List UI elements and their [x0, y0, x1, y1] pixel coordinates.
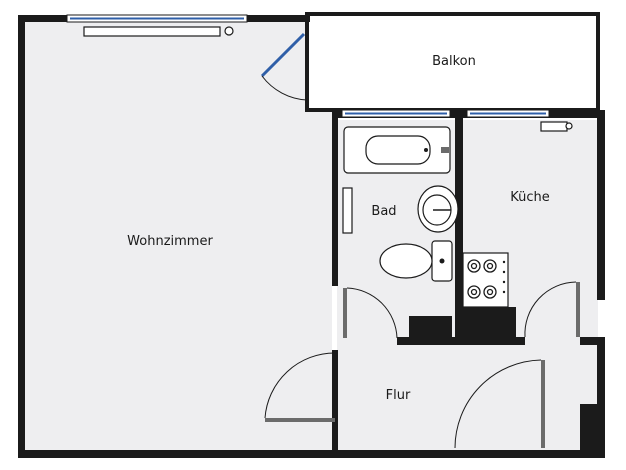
burner-1 — [467, 259, 481, 273]
bathtub-drain — [424, 148, 428, 152]
wall-living-right-lower — [332, 350, 338, 450]
wall-right-upper — [597, 110, 605, 300]
floor-flur — [337, 345, 598, 450]
interior-doors — [264, 281, 580, 449]
windows — [66, 14, 550, 118]
balcony-door-swing — [261, 75, 308, 101]
toilet-flush — [439, 258, 445, 264]
entrance-door-swing — [454, 359, 542, 449]
radiator-bath — [342, 187, 353, 234]
bath-door-leaf — [343, 288, 347, 338]
wall-bath-kitchen — [455, 110, 463, 344]
radiator-living-valve — [224, 26, 234, 36]
balcony-door — [260, 32, 308, 101]
living-door-leaf — [265, 418, 335, 422]
wall-living-right-upper — [332, 110, 338, 286]
burner-4 — [483, 285, 497, 299]
label-bad: Bad — [371, 204, 396, 219]
wall-right-lower — [597, 345, 605, 458]
toilet-bowl — [379, 243, 433, 279]
wall-bath-bottom — [397, 337, 525, 345]
room-labels: Wohnzimmer Balkon Bad Küche Flur — [127, 54, 550, 403]
wall-bottom — [18, 450, 605, 458]
bathroom-fixtures — [343, 126, 459, 338]
radiator-living — [83, 26, 221, 37]
entrance-door-leaf — [541, 360, 545, 448]
burner-2 — [483, 259, 497, 273]
radiators — [83, 26, 573, 234]
label-flur: Flur — [386, 388, 411, 403]
wall-left — [18, 15, 25, 458]
stove-knobs — [502, 260, 506, 294]
balcony-door-leaf — [260, 32, 306, 78]
floor-flur-corridor — [337, 286, 343, 346]
wall-flur-left-jamb — [332, 420, 338, 450]
bathtub-basin — [365, 135, 431, 165]
bathtub-tap — [441, 147, 449, 153]
kitchen-fixtures — [462, 252, 516, 338]
burner-3 — [467, 285, 481, 299]
kitchen-door-swing — [524, 281, 577, 338]
label-kueche: Küche — [510, 190, 550, 205]
bath-cabinet — [409, 316, 452, 338]
wall-flur-right-block — [580, 404, 597, 450]
radiator-kitchen — [540, 121, 568, 132]
kitchen-cabinet — [463, 307, 516, 338]
radiator-kitchen-valve — [565, 122, 573, 130]
label-wohnzimmer: Wohnzimmer — [127, 234, 213, 249]
wall-kitchen-bottom-right — [580, 337, 605, 345]
kitchen-door-leaf — [576, 282, 580, 337]
stove-burners — [467, 259, 497, 299]
bath-door-swing — [346, 287, 398, 339]
label-balkon: Balkon — [432, 54, 476, 69]
living-door-swing — [264, 352, 336, 419]
